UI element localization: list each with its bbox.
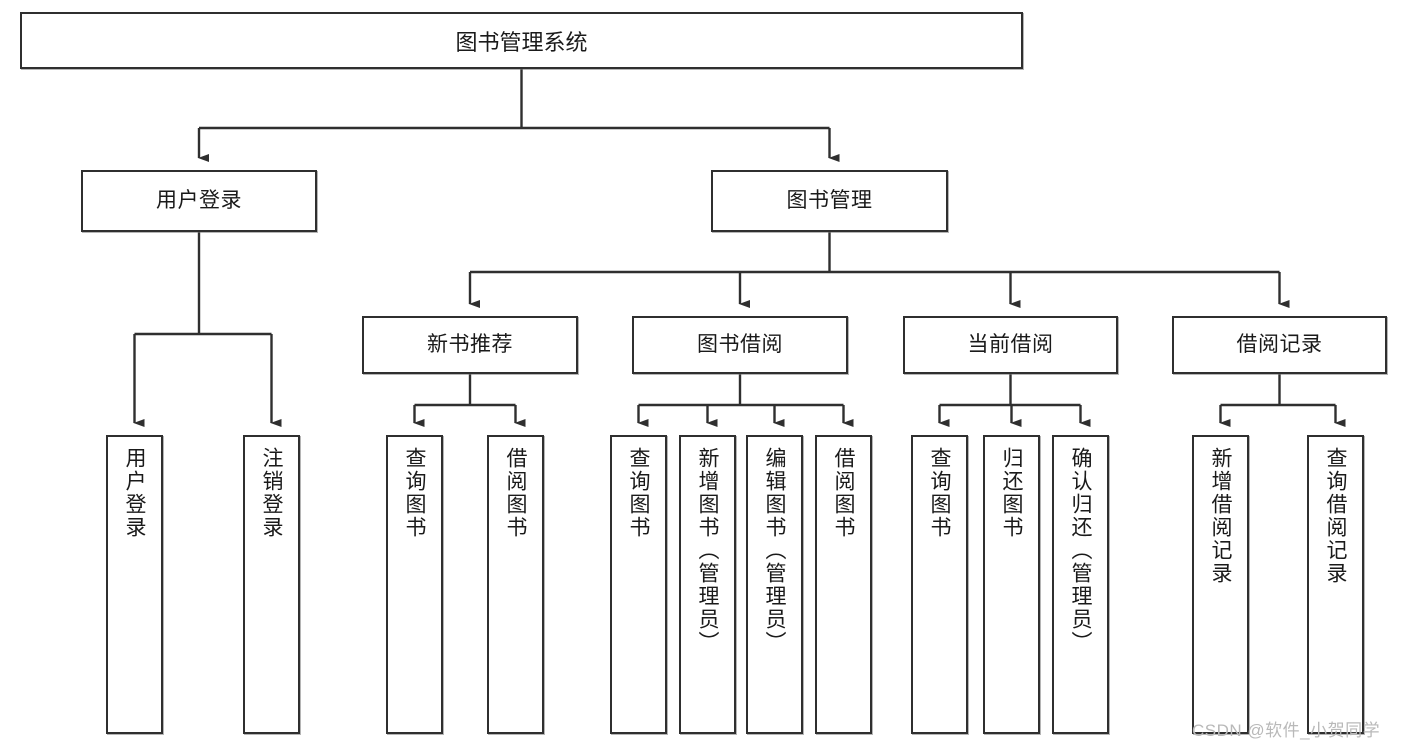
node-label: 归还图书 <box>1000 447 1023 539</box>
diagram-node-f1[interactable]: 用户登录 <box>106 435 163 734</box>
node-label: 借阅记录 <box>1236 333 1323 357</box>
diagram-node-f11[interactable]: 确认归还（管理员） <box>1052 435 1109 734</box>
diagram-node-l3a[interactable]: 新书推荐 <box>362 316 578 374</box>
diagram-node-f13[interactable]: 查询借阅记录 <box>1307 435 1364 734</box>
node-label: 图书管理系统 <box>455 29 588 55</box>
node-label: 新书推荐 <box>427 333 513 357</box>
diagram-node-f10[interactable]: 归还图书 <box>983 435 1040 734</box>
csdn-watermark: CSDN @软件_小贺同学 <box>1192 721 1381 740</box>
node-label: 用户登录 <box>156 189 242 213</box>
node-label: 查询借阅记录 <box>1324 447 1347 585</box>
node-label: 当前借阅 <box>967 333 1054 357</box>
node-label: 编辑图书（管理员） <box>763 447 786 654</box>
node-label: 新增图书（管理员） <box>696 447 719 654</box>
diagram-node-l3b[interactable]: 图书借阅 <box>632 316 848 374</box>
node-label: 查询图书 <box>627 447 650 539</box>
node-label: 新增借阅记录 <box>1209 447 1232 585</box>
node-label: 借阅图书 <box>832 447 855 539</box>
diagram-node-l3c[interactable]: 当前借阅 <box>903 316 1118 374</box>
diagram-node-f12[interactable]: 新增借阅记录 <box>1192 435 1249 734</box>
diagram-node-f4[interactable]: 借阅图书 <box>487 435 544 734</box>
diagram-node-l2b[interactable]: 图书管理 <box>711 170 948 232</box>
diagram-node-l2a[interactable]: 用户登录 <box>81 170 317 232</box>
diagram-node-f7[interactable]: 编辑图书（管理员） <box>746 435 803 734</box>
diagram-node-f8[interactable]: 借阅图书 <box>815 435 872 734</box>
node-label: 查询图书 <box>928 447 951 539</box>
diagram-node-root[interactable]: 图书管理系统 <box>20 12 1023 69</box>
node-label: 确认归还（管理员） <box>1069 447 1092 654</box>
diagram-node-f9[interactable]: 查询图书 <box>911 435 968 734</box>
node-label: 图书借阅 <box>697 333 783 357</box>
diagram-node-f2[interactable]: 注销登录 <box>243 435 300 734</box>
diagram-node-f3[interactable]: 查询图书 <box>386 435 443 734</box>
diagram-node-l3d[interactable]: 借阅记录 <box>1172 316 1387 374</box>
node-label: 注销登录 <box>260 447 283 539</box>
diagram-node-f6[interactable]: 新增图书（管理员） <box>679 435 736 734</box>
node-label: 查询图书 <box>403 447 426 539</box>
node-label: 用户登录 <box>123 447 146 539</box>
diagram-node-f5[interactable]: 查询图书 <box>610 435 667 734</box>
node-label: 借阅图书 <box>504 447 527 539</box>
node-label: 图书管理 <box>786 189 873 213</box>
